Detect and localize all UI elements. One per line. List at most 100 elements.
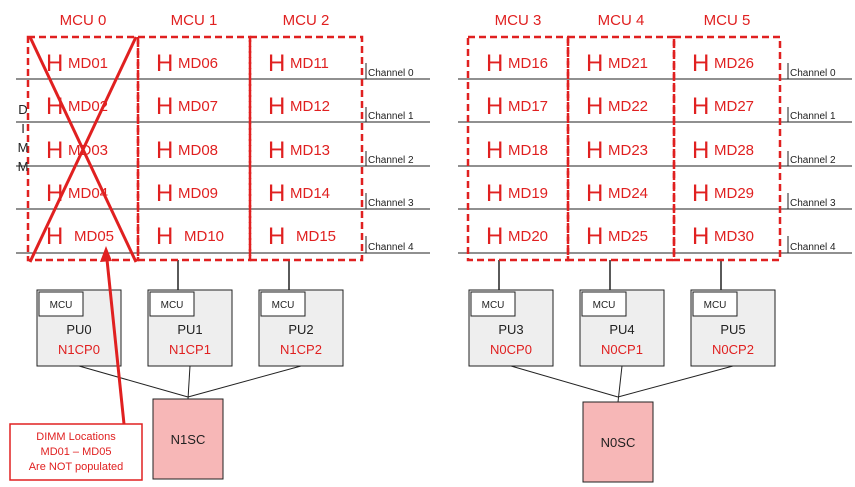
channel-rows: Channel 0 Channel 1 Channel 2 Channel 3 Chan… xyxy=(16,63,852,254)
memory-module-label: MD08 xyxy=(178,142,218,159)
memory-module-label: MD30 xyxy=(714,228,754,245)
memory-module-label: MD05 xyxy=(74,228,114,245)
dimm-slot-icon: H xyxy=(268,180,285,207)
pu-code: N0CP1 xyxy=(601,342,643,357)
memory-module-label: MD17 xyxy=(508,98,548,115)
dimm-slot-icon: H xyxy=(586,137,603,164)
pu-code: N0CP0 xyxy=(490,342,532,357)
memory-module-label: MD19 xyxy=(508,185,548,202)
memory-module-label: MD21 xyxy=(608,55,648,72)
memory-module-label: MD25 xyxy=(608,228,648,245)
pu-mcu-box xyxy=(260,291,306,317)
channel-label: Channel 2 xyxy=(368,155,414,166)
pu-code: N0CP2 xyxy=(712,342,754,357)
dimm-slot-icon: H xyxy=(692,93,709,120)
pu-name: PU4 xyxy=(609,322,634,337)
dimm-slot-icon: H xyxy=(46,50,63,77)
mcu-label: MCU 0 xyxy=(60,12,107,29)
channel-label: Channel 3 xyxy=(368,198,414,209)
mcu-label: MCU 4 xyxy=(598,12,645,29)
pu-sc-link xyxy=(617,365,734,398)
pu-mcu-box xyxy=(470,291,516,317)
dimm-slot-icon: H xyxy=(46,93,63,120)
system-controller-box xyxy=(582,401,654,483)
dimm-slot-icon: H xyxy=(692,137,709,164)
system-controller: N1SC xyxy=(152,398,224,480)
pu-mcu-label: MCU xyxy=(482,300,505,311)
dimm-letter: I xyxy=(21,121,25,136)
dimm-slot-icon: H xyxy=(486,93,503,120)
memory-module-label: MD26 xyxy=(714,55,754,72)
dimm-slot-icon: H xyxy=(586,93,603,120)
pu-mcu-box xyxy=(581,291,627,317)
memory-module-label: MD24 xyxy=(608,185,648,202)
channel-label: Channel 1 xyxy=(368,111,414,122)
pu-code: N1CP2 xyxy=(280,342,322,357)
memory-module-label: MD11 xyxy=(290,55,329,72)
pu-mcu-label: MCU xyxy=(704,300,727,311)
note-line: Are NOT populated xyxy=(29,461,124,473)
pu-name: PU3 xyxy=(498,322,523,337)
channel-label: Channel 0 xyxy=(790,68,836,79)
mcu-label: MCU 3 xyxy=(495,12,542,29)
pu-mcu-label: MCU xyxy=(593,300,616,311)
memory-module-label: MD16 xyxy=(508,55,548,72)
system-controller-label: N0SC xyxy=(601,435,636,450)
dimm-slot-icon: H xyxy=(586,50,603,77)
memory-module-label: MD18 xyxy=(508,142,548,159)
cross-out-line xyxy=(28,36,138,263)
memory-module-label: MD12 xyxy=(290,98,330,115)
note-pointer-line xyxy=(104,249,126,425)
dimm-slot-icon: H xyxy=(156,50,173,77)
memory-module-label: MD13 xyxy=(290,142,330,159)
mcu-label: MCU 1 xyxy=(171,12,218,29)
memory-module-label: MD28 xyxy=(714,142,754,159)
dimm-letter: D xyxy=(18,102,27,117)
dimm-vertical-label: DIMM xyxy=(18,102,29,174)
note-line: MD01 – MD05 xyxy=(41,446,112,458)
dimm-slot-icon: H xyxy=(46,223,63,250)
channel-label: Channel 1 xyxy=(790,111,836,122)
dimm-letter: M xyxy=(18,140,29,155)
pu-mcu-box xyxy=(149,291,195,317)
dimm-slot-icon: H xyxy=(156,137,173,164)
memory-module-label: MD06 xyxy=(178,55,218,72)
system-controller: N0SC xyxy=(582,401,654,483)
dimm-slot-icon: H xyxy=(156,223,173,250)
dimm-slot-icon: H xyxy=(486,180,503,207)
pu-code: N1CP0 xyxy=(58,342,100,357)
dimm-slot-icon: H xyxy=(268,93,285,120)
dimm-slot-icon: H xyxy=(486,223,503,250)
pu-mcu-label: MCU xyxy=(50,300,73,311)
memory-module-label: MD02 xyxy=(68,98,108,115)
mcu-group-box xyxy=(26,35,140,262)
note-pointer-arrow xyxy=(100,246,112,262)
memory-module-label: MD09 xyxy=(178,185,218,202)
channel-label: Channel 4 xyxy=(790,242,836,253)
pu-name: PU1 xyxy=(177,322,202,337)
dimm-slot-icon: H xyxy=(268,223,285,250)
memory-module-label: MD14 xyxy=(290,185,330,202)
dimm-slot-icon: H xyxy=(586,223,603,250)
memory-module-label: MD04 xyxy=(68,185,108,202)
dimm-slot-icon: H xyxy=(692,180,709,207)
system-controller-box xyxy=(152,398,224,480)
channel-label: Channel 4 xyxy=(368,242,414,253)
system-controllers: N1SC N0SC xyxy=(152,398,654,483)
dimm-slot-icon: H xyxy=(268,137,285,164)
mcu-label: MCU 5 xyxy=(704,12,751,29)
pu-name: PU2 xyxy=(288,322,313,337)
channel-label: Channel 3 xyxy=(790,198,836,209)
pu-code: N1CP1 xyxy=(169,342,211,357)
